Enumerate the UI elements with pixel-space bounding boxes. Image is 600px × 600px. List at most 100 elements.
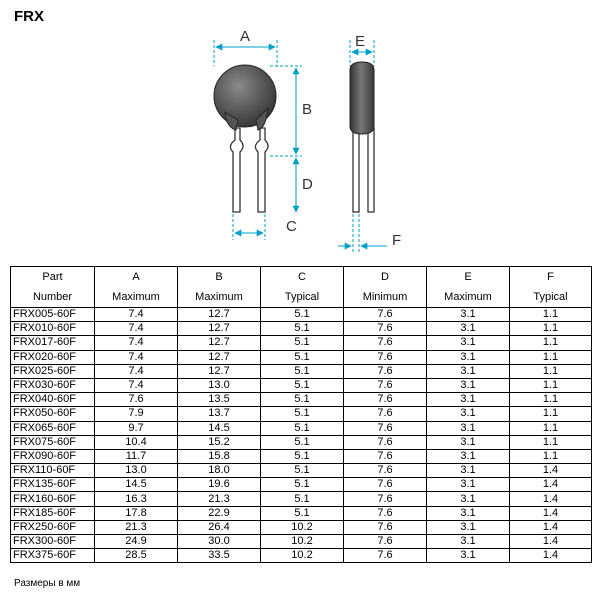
cell-f: 1.4: [509, 533, 592, 550]
front-view: [213, 64, 277, 213]
cell-part-number: FRX010-60F: [10, 321, 95, 337]
dimension-lines: [213, 40, 387, 252]
header-b: B: [177, 266, 261, 287]
cell-e: 3.1: [426, 548, 510, 564]
header-part: Part: [10, 266, 95, 287]
cell-b: 12.7: [177, 349, 261, 365]
cell-part-number: FRX017-60F: [10, 335, 95, 351]
cell-part-number: FRX065-60F: [10, 420, 95, 436]
cell-part-number: FRX300-60F: [10, 533, 95, 550]
dim-label-d: D: [302, 176, 313, 193]
cell-b: 15.8: [177, 448, 261, 465]
cell-d: 7.6: [343, 406, 427, 422]
header-e: E: [426, 266, 510, 287]
cell-e: 3.1: [426, 406, 510, 422]
cell-e: 3.1: [426, 363, 510, 379]
cell-part-number: FRX030-60F: [10, 377, 95, 394]
cell-c: 5.1: [260, 434, 344, 450]
cell-e: 3.1: [426, 463, 510, 479]
cell-e: 3.1: [426, 491, 510, 507]
cell-d: 7.6: [343, 363, 427, 379]
cell-e: 3.1: [426, 477, 510, 493]
cell-a: 7.4: [94, 335, 178, 351]
left-lead: [229, 127, 244, 213]
cell-c: 5.1: [260, 335, 344, 351]
cell-f: 1.1: [509, 306, 592, 323]
cell-b: 21.3: [177, 491, 261, 507]
side-view: [349, 61, 375, 213]
cell-e: 3.1: [426, 392, 510, 408]
cell-d: 7.6: [343, 434, 427, 450]
cell-d: 7.6: [343, 533, 427, 550]
header-a: A: [94, 266, 178, 287]
header-f-qualifier: Typical: [509, 287, 592, 308]
cell-a: 10.4: [94, 434, 178, 450]
cell-d: 7.6: [343, 519, 427, 536]
cell-a: 7.9: [94, 406, 178, 422]
cell-b: 15.2: [177, 434, 261, 450]
side-body: [349, 61, 375, 135]
header-c-qualifier: Typical: [260, 287, 344, 308]
cell-part-number: FRX250-60F: [10, 519, 95, 536]
header-f: F: [509, 266, 592, 287]
cell-a: 11.7: [94, 448, 178, 465]
cell-b: 30.0: [177, 533, 261, 550]
cell-d: 7.6: [343, 392, 427, 408]
cell-f: 1.1: [509, 434, 592, 450]
cell-a: 14.5: [94, 477, 178, 493]
cell-c: 5.1: [260, 377, 344, 394]
cell-part-number: FRX375-60F: [10, 548, 95, 564]
cell-f: 1.4: [509, 505, 592, 521]
dim-label-b: B: [302, 101, 312, 118]
cell-b: 12.7: [177, 335, 261, 351]
cell-a: 13.0: [94, 463, 178, 479]
cell-e: 3.1: [426, 519, 510, 536]
cell-f: 1.1: [509, 335, 592, 351]
cell-b: 18.0: [177, 463, 261, 479]
cell-c: 5.1: [260, 349, 344, 365]
side-lead-right: [367, 127, 375, 213]
component-dimension-diagram: A B C D E F: [213, 28, 401, 252]
cell-c: 5.1: [260, 406, 344, 422]
cell-b: 26.4: [177, 519, 261, 536]
cell-c: 5.1: [260, 448, 344, 465]
dim-label-f: F: [392, 232, 401, 249]
cell-a: 16.3: [94, 491, 178, 507]
cell-b: 33.5: [177, 548, 261, 564]
cell-f: 1.4: [509, 463, 592, 479]
cell-d: 7.6: [343, 463, 427, 479]
cell-a: 9.7: [94, 420, 178, 436]
cell-a: 28.5: [94, 548, 178, 564]
cell-d: 7.6: [343, 491, 427, 507]
cell-e: 3.1: [426, 448, 510, 465]
cell-a: 7.4: [94, 363, 178, 379]
cell-b: 13.7: [177, 406, 261, 422]
right-lead: [254, 127, 269, 213]
header-d-qualifier: Minimum: [343, 287, 427, 308]
cell-f: 1.1: [509, 377, 592, 394]
cell-f: 1.1: [509, 363, 592, 379]
cell-d: 7.6: [343, 548, 427, 564]
dim-label-a: A: [240, 28, 250, 45]
cell-d: 7.6: [343, 477, 427, 493]
cell-part-number: FRX110-60F: [10, 463, 95, 479]
cell-f: 1.4: [509, 477, 592, 493]
cell-c: 5.1: [260, 420, 344, 436]
cell-d: 7.6: [343, 321, 427, 337]
cell-part-number: FRX050-60F: [10, 406, 95, 422]
cell-f: 1.1: [509, 349, 592, 365]
cell-e: 3.1: [426, 434, 510, 450]
cell-c: 5.1: [260, 321, 344, 337]
cell-d: 7.6: [343, 335, 427, 351]
cell-f: 1.1: [509, 448, 592, 465]
cell-e: 3.1: [426, 349, 510, 365]
